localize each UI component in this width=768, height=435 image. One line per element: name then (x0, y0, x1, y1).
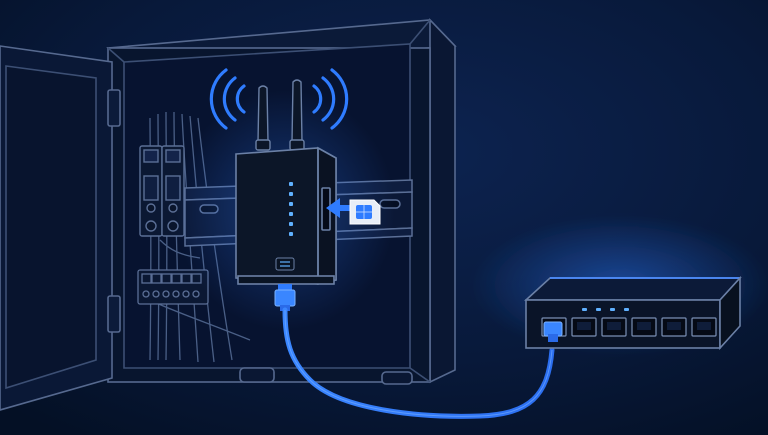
router-antennas (255, 79, 305, 151)
network-switch (523, 275, 742, 351)
antenna-right (291, 79, 303, 143)
cabinet-door (0, 45, 121, 411)
router-led (289, 232, 293, 236)
router-status-leds (289, 182, 293, 236)
cabinet-foot-left (239, 367, 275, 383)
sim-card-icon (349, 199, 381, 225)
terminal-blocks (137, 269, 209, 305)
switch-led (624, 308, 629, 311)
door-inner (5, 65, 97, 390)
switch-led (596, 308, 601, 311)
cabinet-side-panel (429, 18, 456, 384)
switch-port (661, 317, 687, 337)
router-logo-badge (275, 257, 295, 271)
switch-led (610, 308, 615, 311)
arrow-left-icon (326, 198, 358, 218)
door-hinge-bottom (107, 295, 121, 333)
switch-status-leds (582, 308, 629, 311)
switch-port (571, 317, 597, 337)
router-led (289, 212, 293, 216)
switch-port (601, 317, 627, 337)
router-led (289, 202, 293, 206)
router-led (289, 182, 293, 186)
wifi-signal-right-icon (312, 68, 349, 130)
switch-ethernet-plug (543, 321, 563, 342)
wifi-signal-left-icon (209, 68, 246, 130)
switch-port (691, 317, 717, 337)
switch-port (631, 317, 657, 337)
antenna-left (257, 85, 269, 143)
cabinet-foot-right (381, 371, 413, 385)
door-hinge-top (107, 89, 121, 127)
switch-led (582, 308, 587, 311)
router-led (289, 222, 293, 226)
router-led (289, 192, 293, 196)
